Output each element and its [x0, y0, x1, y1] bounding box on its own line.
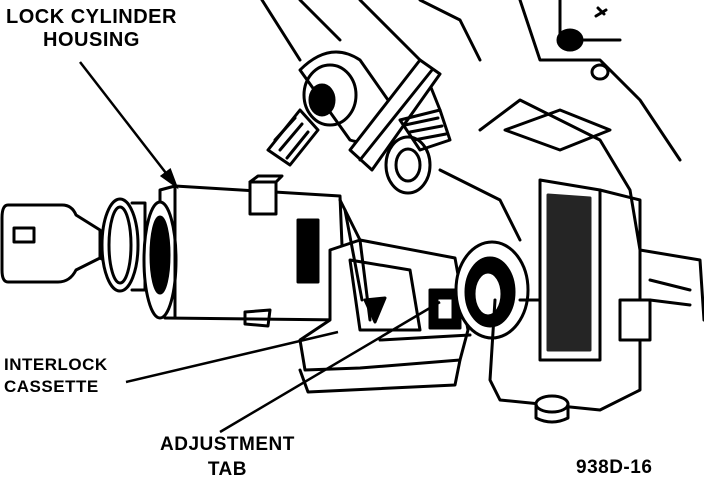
label-lock-cylinder-housing: LOCK CYLINDER HOUSING — [6, 6, 177, 52]
leader-interlock-cassette — [125, 330, 339, 384]
label-interlock-cassette: INTERLOCK CASSETTE — [4, 354, 108, 398]
label-interlock-line-1: INTERLOCK — [4, 355, 108, 374]
right-housing-block — [478, 0, 704, 424]
interlock-cassette — [298, 198, 472, 394]
ignition-key — [0, 197, 147, 293]
figure-id: 938D-16 — [576, 457, 653, 478]
label-adjustment-line-1: ADJUSTMENT — [160, 434, 295, 455]
label-lock-line-1: LOCK CYLINDER — [6, 6, 177, 28]
label-interlock-line-2: CASSETTE — [4, 377, 99, 396]
label-adjustment-line-2: TAB — [207, 459, 247, 480]
lock-cylinder-housing — [142, 174, 347, 328]
cylinder-bore — [454, 240, 530, 340]
leader-lock-cylinder-housing — [79, 61, 177, 187]
label-lock-line-2: HOUSING — [43, 29, 140, 51]
steering-column-mechanism — [260, 0, 522, 242]
label-adjustment-tab: ADJUSTMENT TAB — [160, 432, 295, 482]
leader-adjustment-tab — [219, 300, 441, 434]
